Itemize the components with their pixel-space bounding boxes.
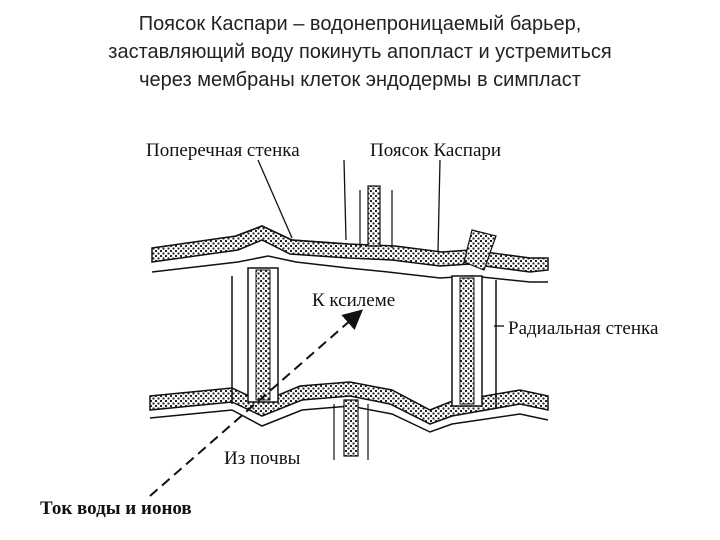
slide-title: Поясок Каспари – водонепроницаемый барье… <box>20 10 700 94</box>
title-line-1: Поясок Каспари – водонепроницаемый барье… <box>138 13 582 35</box>
title-line-2: заставляющий воду покинуть апопласт и ус… <box>108 41 612 63</box>
title-line-3: через мембраны клеток эндодермы в симпла… <box>139 69 581 91</box>
casparian-strip-lower <box>333 399 369 460</box>
label-transverse-wall: Поперечная стенка <box>146 140 300 161</box>
label-to-xylem: К ксилеме <box>312 290 395 311</box>
casparian-strip-upper <box>359 185 393 248</box>
casparian-strip-upper-right <box>463 229 497 271</box>
label-radial-wall: Радиальная стенка <box>508 318 659 339</box>
label-from-soil: Из почвы <box>224 448 301 469</box>
leader-casparian-left <box>343 159 347 241</box>
radial-wall-left <box>231 267 279 404</box>
leader-transverse-wall <box>257 159 293 239</box>
water-flow-arrow <box>149 309 364 497</box>
label-casparian-strip: Поясок Каспари <box>370 140 501 161</box>
leader-lines <box>257 159 504 327</box>
transverse-wall-bottom <box>149 405 549 433</box>
casparian-strip-bottom <box>149 381 549 425</box>
transverse-wall-top <box>151 225 548 283</box>
radial-wall-right <box>451 275 497 408</box>
label-water-flow: Ток воды и ионов <box>40 498 192 519</box>
leader-casparian-right <box>437 159 441 253</box>
